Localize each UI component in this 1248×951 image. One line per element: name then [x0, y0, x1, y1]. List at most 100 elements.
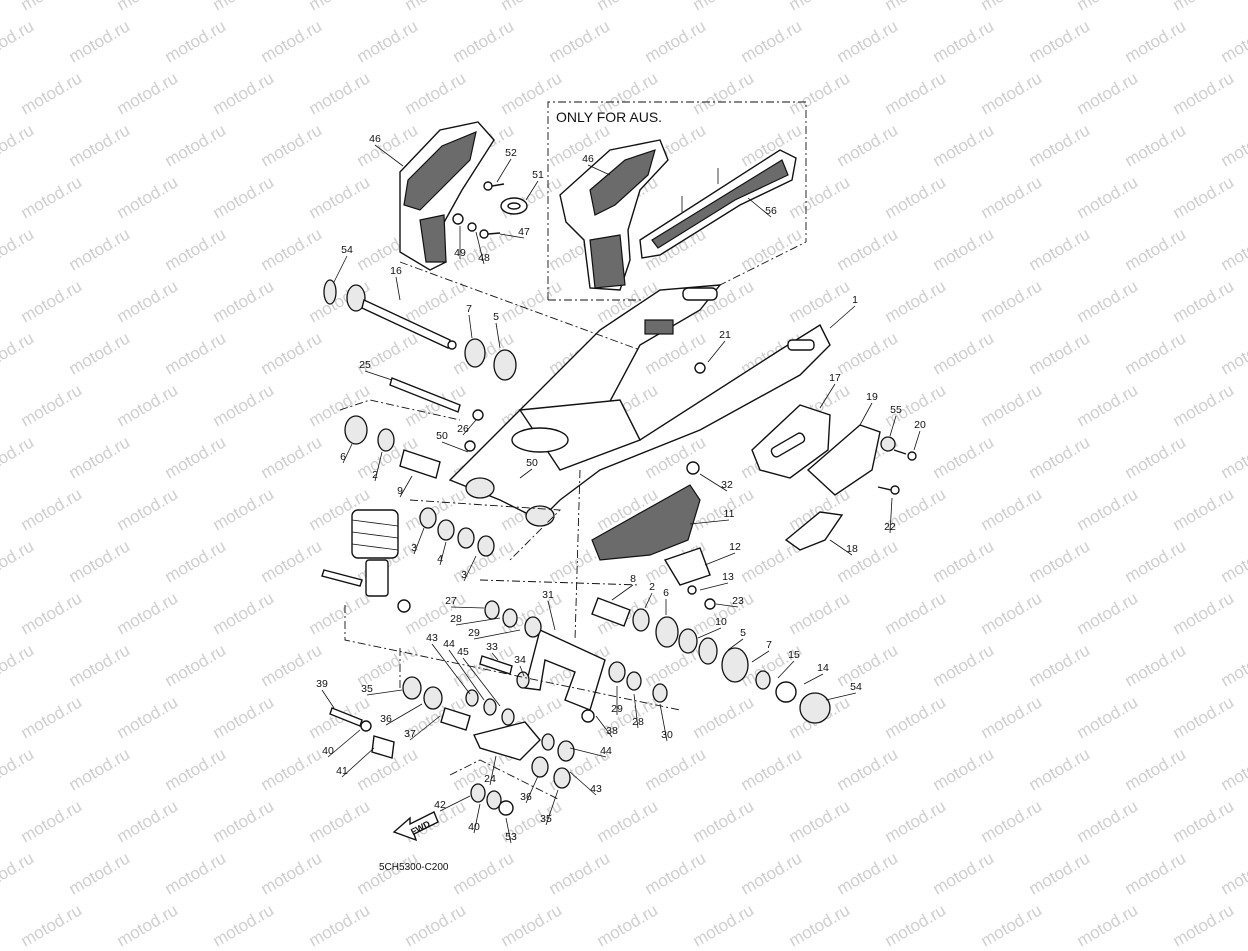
leader-line: [545, 789, 559, 826]
leader-line: [374, 451, 383, 482]
part-callout-17: 17: [829, 372, 841, 384]
leader-line: [633, 693, 639, 729]
part-callout-44: 44: [600, 745, 612, 757]
part-callout-48: 48: [478, 252, 490, 264]
leader-line: [611, 584, 634, 601]
part-callout-18: 18: [846, 543, 858, 555]
leader-line: [697, 627, 722, 639]
part-callout-20: 20: [914, 419, 926, 431]
part-callout-54: 54: [850, 681, 862, 693]
part-callout-10: 10: [715, 616, 727, 628]
leader-line: [829, 539, 853, 556]
leader-line: [463, 555, 477, 582]
part-callout-44: 44: [443, 638, 455, 650]
leader-line: [468, 314, 473, 339]
part-callout-31: 31: [542, 589, 554, 601]
part-callout-51: 51: [532, 169, 544, 181]
plate-18: [784, 511, 844, 551]
part-callout-1: 1: [852, 294, 858, 306]
part-callout-7: 7: [766, 639, 772, 651]
part-callout-3: 3: [411, 542, 417, 554]
rear-shock: [321, 509, 411, 613]
bushing-stack-left: [344, 377, 495, 557]
leader-line: [385, 703, 423, 726]
part-callout-39: 39: [316, 678, 328, 690]
part-callout-21: 21: [719, 329, 731, 341]
part-callout-38: 38: [606, 725, 618, 737]
part-callout-41: 41: [336, 765, 348, 777]
part-callout-40: 40: [322, 745, 334, 757]
leader-line: [644, 592, 653, 609]
leader-line: [819, 383, 836, 409]
part-callout-33: 33: [486, 641, 498, 653]
part-callout-4: 4: [437, 553, 443, 565]
leader-line: [505, 817, 512, 844]
part-callout-6: 6: [663, 587, 669, 599]
leader-line: [321, 689, 335, 709]
part-callout-36: 36: [380, 713, 392, 725]
leader-line: [751, 650, 770, 663]
part-callout-49: 49: [454, 247, 466, 259]
leader-line: [475, 231, 485, 265]
part-callout-2: 2: [649, 581, 655, 593]
part-callout-50: 50: [526, 457, 538, 469]
leader-line: [859, 402, 873, 426]
leader-line: [455, 617, 501, 626]
part-callout-2: 2: [372, 469, 378, 481]
part-callout-8: 8: [630, 573, 636, 585]
leader-line: [333, 255, 348, 283]
part-callout-43: 43: [590, 783, 602, 795]
leader-line: [462, 657, 501, 707]
leader-line: [519, 665, 525, 677]
part-callout-6: 6: [340, 451, 346, 463]
part-callout-30: 30: [661, 729, 673, 741]
leader-line: [913, 430, 921, 451]
part-callout-25: 25: [359, 359, 371, 371]
part-callout-53: 53: [505, 831, 517, 843]
leader-line: [495, 322, 501, 349]
leader-line: [715, 603, 739, 608]
part-callout-27: 27: [445, 595, 457, 607]
leader-line: [499, 233, 525, 239]
diagram-code: 5CH5300-C200: [379, 862, 449, 873]
part-callout-16: 16: [390, 265, 402, 277]
leader-line: [803, 673, 824, 685]
part-callout-43: 43: [426, 632, 438, 644]
leader-line: [889, 415, 897, 437]
leader-line: [374, 144, 404, 167]
part-callout-5: 5: [493, 311, 499, 323]
part-callout-22: 22: [884, 521, 896, 533]
part-callout-29: 29: [468, 627, 480, 639]
leader-line: [595, 715, 613, 738]
leader-line: [777, 660, 795, 679]
connecting-rod-24: [329, 676, 575, 816]
inset-note: ONLY FOR AUS.: [556, 109, 662, 125]
leader-line: [889, 497, 893, 534]
part-callout-14: 14: [817, 662, 829, 674]
pivot-shaft-16: [323, 279, 517, 381]
leader-line: [441, 441, 469, 453]
leader-line: [431, 643, 471, 695]
leader-line: [450, 606, 485, 609]
leader-line: [569, 747, 607, 758]
part-callout-37: 37: [404, 728, 416, 740]
leader-line: [825, 692, 857, 701]
part-callout-29: 29: [611, 703, 623, 715]
part-callout-12: 12: [729, 541, 741, 553]
part-callout-5: 5: [740, 627, 746, 639]
part-callout-46: 46: [369, 133, 381, 145]
part-callout-19: 19: [866, 391, 878, 403]
leader-line: [659, 703, 668, 742]
relay-arm-31: [479, 600, 668, 723]
chain-puller-17-19: [751, 404, 917, 496]
leader-line: [489, 755, 497, 786]
leader-line: [364, 370, 393, 381]
part-callout-23: 23: [732, 595, 744, 607]
part-callout-52: 52: [505, 147, 517, 159]
part-callout-24: 24: [484, 773, 496, 785]
chain-cover-56-shade: [651, 159, 789, 249]
part-callout-55: 55: [890, 404, 902, 416]
leader-line: [704, 552, 736, 566]
